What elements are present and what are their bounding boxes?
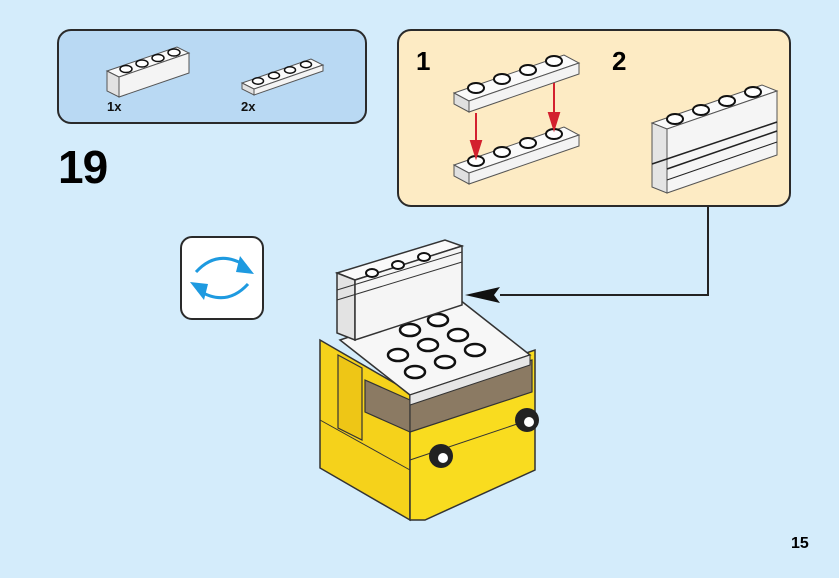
combined-assembly: [650, 84, 779, 194]
assembly-arrows: [469, 83, 561, 161]
part-quantity: 1x: [107, 99, 122, 114]
substep-number: 2: [612, 46, 627, 76]
page-number: 15: [791, 535, 809, 552]
step-number: 19: [58, 141, 108, 193]
parts-list-callout: 1x 2x: [57, 29, 367, 124]
substep-number: 1: [416, 46, 431, 76]
rotate-arrows-icon: [190, 256, 254, 300]
substep-callout: 1 2: [397, 29, 791, 207]
eye-right: [515, 408, 539, 432]
part-quantity: 2x: [241, 99, 256, 114]
eye-left: [429, 444, 453, 468]
brick-1x4-icon: [105, 46, 191, 98]
plate-1x4-upper: [452, 54, 581, 113]
parts-illustration: [105, 46, 325, 98]
substep-illustration: [452, 54, 779, 194]
plate-1x4-icon: [240, 58, 325, 96]
rotate-model-icon: [180, 236, 264, 320]
plate-1x4-lower: [452, 126, 581, 185]
